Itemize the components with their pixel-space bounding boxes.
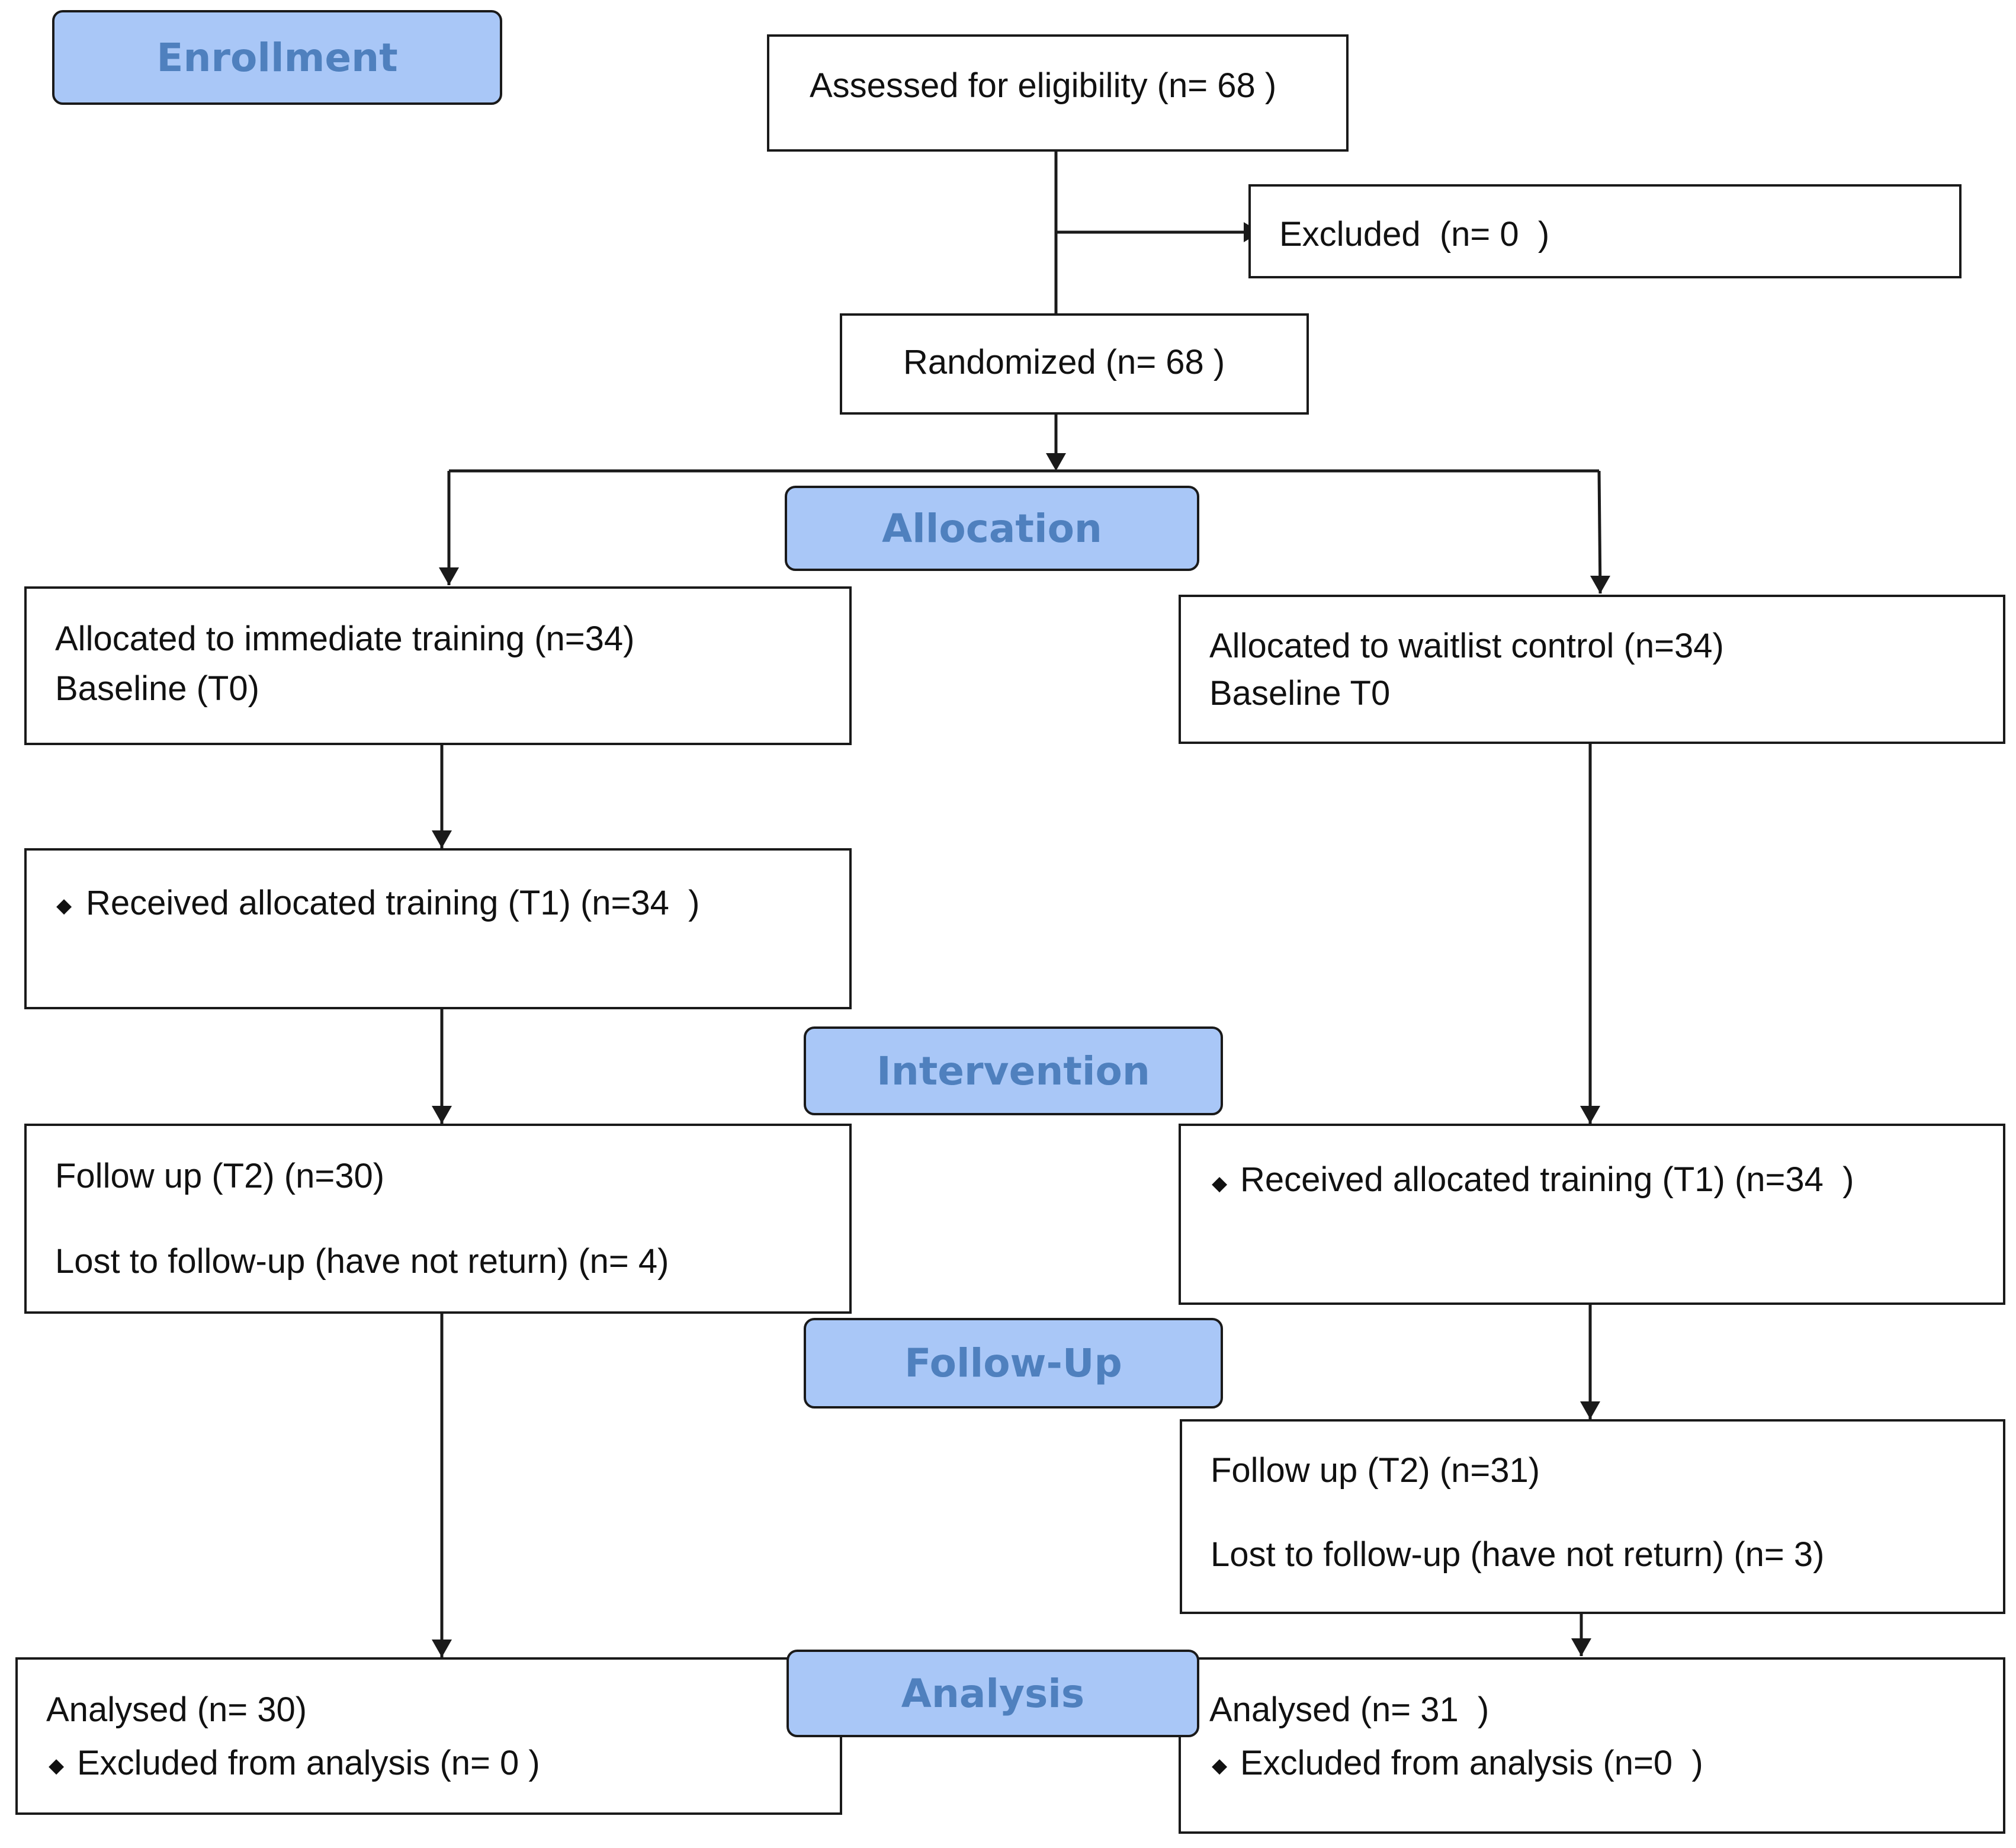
box-assessed: Assessed for eligibility (n= 68 ) [767, 34, 1349, 152]
stage-allocation: Allocation [785, 486, 1199, 571]
arrowhead-randomized [1046, 453, 1066, 471]
excluded-analysis-waitlist-text: Excluded from analysis (n=0 ) [1240, 1744, 1703, 1782]
bullet-icon: ◆ [56, 894, 72, 917]
box-followup-immediate: Follow up (T2) (n=30) Lost to follow-up … [24, 1124, 852, 1314]
arrowhead-analysed-left [432, 1640, 452, 1657]
box-received-immediate: ◆ Received allocated training (T1) (n=34… [24, 848, 852, 1009]
arrowhead-analysed-right [1571, 1638, 1591, 1656]
arrowhead-received-left [432, 830, 452, 848]
stage-enrollment: Enrollment [52, 10, 502, 105]
stage-intervention: Intervention [804, 1026, 1223, 1115]
baseline-immediate-text: Baseline (T0) [55, 669, 259, 708]
followup-waitlist-text: Follow up (T2) (n=31) [1211, 1451, 1540, 1490]
box-allocated-immediate: Allocated to immediate training (n=34) B… [24, 586, 852, 745]
allocated-immediate-text: Allocated to immediate training (n=34) [55, 620, 635, 658]
analysed-waitlist-text: Analysed (n= 31 ) [1209, 1690, 1489, 1729]
bullet-icon: ◆ [1212, 1754, 1228, 1777]
arrow-to-waitlist [1597, 470, 1602, 594]
lost-waitlist-text: Lost to follow-up (have not return) (n= … [1211, 1535, 1825, 1574]
stage-analysis: Analysis [787, 1650, 1199, 1737]
box-followup-waitlist: Follow up (T2) (n=31) Lost to follow-up … [1180, 1419, 2005, 1614]
lost-immediate-text: Lost to follow-up (have not return) (n= … [55, 1242, 669, 1281]
excluded-text: Excluded (n= 0 ) [1279, 215, 1550, 254]
assessed-text: Assessed for eligibility (n= 68 ) [810, 66, 1277, 105]
box-analysed-waitlist: Analysed (n= 31 ) ◆ Excluded from analys… [1179, 1657, 2005, 1834]
analysed-immediate-text: Analysed (n= 30) [46, 1690, 307, 1729]
arrowheads [432, 222, 1610, 1657]
box-excluded: Excluded (n= 0 ) [1248, 184, 1962, 278]
stage-follow-up: Follow-Up [804, 1318, 1223, 1409]
allocated-waitlist-text: Allocated to waitlist control (n=34) [1209, 627, 1724, 665]
randomized-text: Randomized (n= 68 ) [903, 343, 1225, 381]
arrowhead-received-right [1580, 1106, 1600, 1124]
arrowhead-followup-left [432, 1106, 452, 1124]
arrowhead-immediate [439, 567, 459, 585]
bullet-icon: ◆ [49, 1754, 65, 1777]
box-received-waitlist: ◆ Received allocated training (T1) (n=34… [1179, 1124, 2005, 1305]
received-immediate-text: Received allocated training (T1) (n=34 ) [86, 884, 700, 922]
excluded-analysis-immediate-text: Excluded from analysis (n= 0 ) [77, 1744, 540, 1782]
arrowhead-followup-right [1580, 1401, 1600, 1419]
arrowhead-waitlist [1590, 576, 1610, 593]
baseline-waitlist-text: Baseline T0 [1209, 674, 1391, 713]
box-analysed-immediate: Analysed (n= 30) ◆ Excluded from analysi… [15, 1657, 842, 1815]
box-randomized: Randomized (n= 68 ) [840, 313, 1309, 415]
bullet-icon: ◆ [1212, 1172, 1228, 1195]
box-allocated-waitlist: Allocated to waitlist control (n=34) Bas… [1179, 595, 2005, 744]
received-waitlist-text: Received allocated training (T1) (n=34 ) [1240, 1160, 1854, 1199]
followup-immediate-text: Follow up (T2) (n=30) [55, 1157, 385, 1195]
